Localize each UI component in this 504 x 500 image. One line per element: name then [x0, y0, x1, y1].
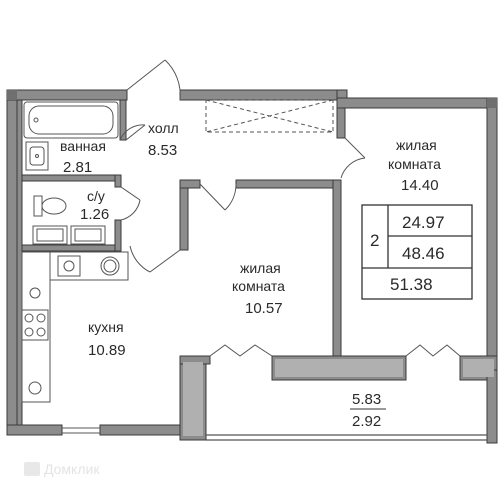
- toilet-area: 1.26: [80, 206, 109, 223]
- bathroom-sink: [25, 141, 49, 171]
- balcony-area-reduced: 2.92: [352, 413, 381, 430]
- kitchen-area: 10.89: [88, 342, 126, 359]
- rooms-count: 2: [370, 231, 379, 250]
- living-area: 24.97: [402, 213, 445, 232]
- bedroom-center-name-line1: жилая: [240, 260, 281, 276]
- watermark-logo-icon: [24, 462, 40, 476]
- doors: [119, 59, 461, 357]
- washing-machines: [32, 225, 106, 245]
- watermark-text: Домклик: [44, 461, 100, 477]
- bedroom-right-name-line1: жилая: [396, 137, 437, 153]
- usable-area: 48.46: [402, 244, 445, 263]
- hall-storage: [205, 99, 334, 133]
- toilet-bowl: [33, 195, 67, 217]
- balcony-outline: [206, 434, 487, 441]
- stove: [21, 287, 49, 395]
- watermark: Домклик: [24, 461, 100, 477]
- balcony-area-full: 5.83: [352, 391, 381, 408]
- hall-name: холл: [148, 120, 179, 136]
- kitchen-window: [62, 427, 100, 434]
- toilet-name: с/у: [87, 188, 105, 204]
- hall-area: 8.53: [148, 142, 177, 159]
- bathtub: [23, 101, 119, 139]
- bedroom-right-area: 14.40: [401, 177, 439, 194]
- kitchen-name: кухня: [88, 319, 124, 335]
- bathroom-area: 2.81: [63, 159, 92, 176]
- area-summary-box: [361, 204, 473, 300]
- total-area: 51.38: [390, 275, 433, 294]
- bedroom-center-area: 10.57: [245, 300, 283, 317]
- bathroom-name: ванная: [60, 138, 106, 154]
- bedroom-right-name-line2: комната: [388, 156, 441, 172]
- bedroom-center-name-line2: комната: [232, 278, 285, 294]
- wall-hatch: [7, 90, 497, 436]
